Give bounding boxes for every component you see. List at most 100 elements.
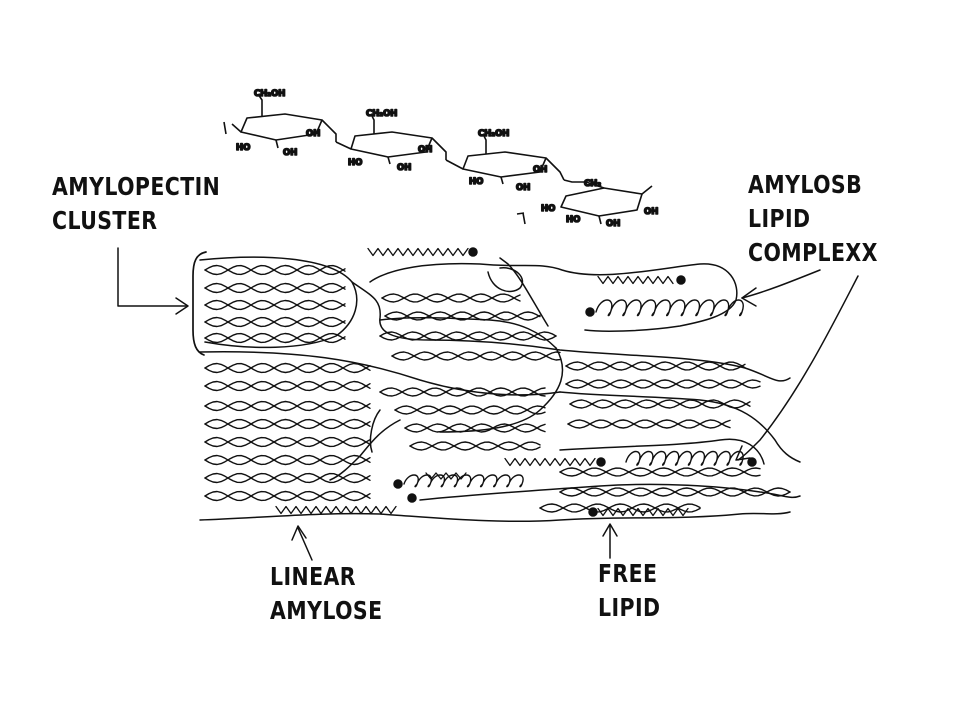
right-helix-2-strand-b	[565, 379, 761, 389]
arrow-linear-amylose	[291, 525, 313, 561]
cluster-helix-5-strand-b	[204, 332, 346, 344]
free-lipid-label-line-2: LIPID	[598, 593, 661, 622]
center-coil	[393, 474, 524, 489]
lower-helix-8	[204, 490, 371, 502]
lower-helix-6	[204, 454, 371, 466]
cluster-bracket	[192, 251, 207, 356]
stray-mark	[516, 212, 526, 225]
bottom-helix-1	[559, 467, 761, 477]
bottom-helix-3-strand-a	[539, 503, 701, 513]
free-lipid-chain-head	[588, 507, 598, 517]
branch-curve-1	[499, 257, 549, 327]
backbone-curve-2	[351, 281, 791, 382]
backbone-curve-4	[559, 391, 801, 463]
cluster-helix-2-strand-b	[204, 282, 346, 294]
bottom-boundary	[199, 511, 791, 523]
amylose-lipid-complex-label: AMYLOSB LIPID COMPLEXX	[748, 168, 878, 270]
unit2-bottom-label: OH	[397, 163, 411, 173]
backbone-curve-1	[199, 351, 561, 396]
complex-label-line-3: COMPLEXX	[748, 238, 878, 267]
mid-helix-2-strand-a	[384, 311, 541, 321]
unit1-bottom-label: OH	[283, 148, 297, 158]
complex-coil-lower	[625, 450, 744, 466]
branch-loop	[487, 267, 524, 293]
top-lipid-head	[468, 247, 478, 257]
cluster-helix-5	[204, 332, 346, 344]
cluster-outline	[199, 256, 358, 349]
cluster-helix-4	[204, 316, 346, 328]
center-lipid-head	[596, 457, 606, 467]
lower-helix-8-strand-a	[204, 490, 371, 502]
mid-helix-1	[381, 293, 521, 303]
glucose-chain: CH₂OH OH HO OH CH₂OH OH HO OH	[223, 88, 659, 230]
lower-helix-1-strand-b	[204, 362, 371, 374]
branch-curve-5	[369, 409, 381, 453]
center-helix-1-strand-b	[379, 387, 546, 397]
cluster-helix-4-strand-b	[204, 316, 346, 328]
mid-helix-4-strand-a	[391, 351, 561, 361]
lower-helix-1-strand-a	[204, 362, 371, 374]
center-helix-2	[394, 405, 546, 415]
lipid-stub-chain	[425, 472, 467, 480]
lower-helix-3	[204, 400, 371, 412]
center-coil-coil	[403, 474, 524, 488]
complex-coil-lower-head	[747, 457, 757, 467]
right-helix-1	[565, 361, 746, 371]
backbone-curve-5	[559, 438, 765, 465]
lower-helix-5-strand-a	[204, 436, 371, 448]
branch-curve-3	[439, 347, 564, 433]
arrow-amylopectin	[117, 247, 189, 315]
lower-helix-7	[204, 472, 371, 484]
glucose-unit-3: CH₂OH OH HO OH	[445, 128, 565, 194]
right-helix-1-strand-a	[565, 361, 746, 371]
unit4-top-label: CH₂	[584, 179, 601, 189]
cluster-helix-1	[204, 264, 346, 276]
lower-helix-4-strand-b	[204, 418, 371, 430]
complex-lipid-upper-head	[676, 275, 686, 285]
lower-helix-3-strand-b	[204, 400, 371, 412]
unit1-top-label: CH₂OH	[254, 89, 285, 99]
linear-label-line-2: AMYLOSE	[270, 596, 383, 625]
unit3-left-label: HO	[469, 177, 483, 187]
lower-helix-4-strand-a	[204, 418, 371, 430]
cluster-helix-3-strand-b	[204, 299, 346, 311]
lower-helix-8-strand-b	[204, 490, 371, 502]
unit3-top-label: CH₂OH	[478, 129, 509, 139]
starch-structure	[117, 247, 859, 561]
single-helix-coils	[393, 299, 757, 503]
center-coil-tail-head	[407, 493, 417, 503]
bottom-helix-2	[559, 487, 791, 497]
right-helix-2	[565, 379, 761, 389]
amylopectin-cluster-label: AMYLOPECTIN CLUSTER	[52, 170, 220, 238]
lower-helix-4	[204, 418, 371, 430]
free-lipid-label: FREE LIPID	[598, 557, 660, 625]
right-helix-1-strand-b	[565, 361, 746, 371]
complex-label-line-2: LIPID	[748, 204, 811, 233]
unit3-right-label: OH	[533, 165, 547, 175]
unit4-bottom-label: OH	[606, 219, 620, 229]
lipid-chains	[275, 247, 689, 517]
cluster-helix-3	[204, 299, 346, 311]
linear-amylose-chain-chain	[275, 505, 397, 515]
complex-lipid-upper-chain	[597, 275, 674, 285]
linear-label-line-1: LINEAR	[270, 562, 356, 591]
complex-coil-upper-head	[585, 307, 595, 317]
free-lipid-chain	[588, 507, 689, 517]
amylopectin-label-line-2: CLUSTER	[52, 206, 158, 235]
linear-amylose-label: LINEAR AMYLOSE	[270, 560, 383, 628]
cluster-helix-1-strand-b	[204, 264, 346, 276]
right-helix-3-strand-a	[569, 399, 751, 409]
bottom-helix-1-strand-a	[559, 467, 761, 477]
unit4-left-label: HO	[541, 204, 555, 214]
lower-helix-2-strand-a	[204, 380, 371, 392]
arrow-free-lipid	[602, 523, 618, 559]
center-lipid-chain	[504, 457, 596, 467]
glucose-unit-1: CH₂OH OH HO OH	[223, 88, 337, 159]
arrow-complex-lower	[735, 275, 859, 461]
complex-coil-upper	[585, 299, 744, 317]
right-helix-3	[569, 399, 751, 409]
mid-helix-4	[391, 351, 561, 361]
right-helix-4-strand-b	[567, 419, 731, 429]
center-helix-4	[409, 441, 541, 451]
